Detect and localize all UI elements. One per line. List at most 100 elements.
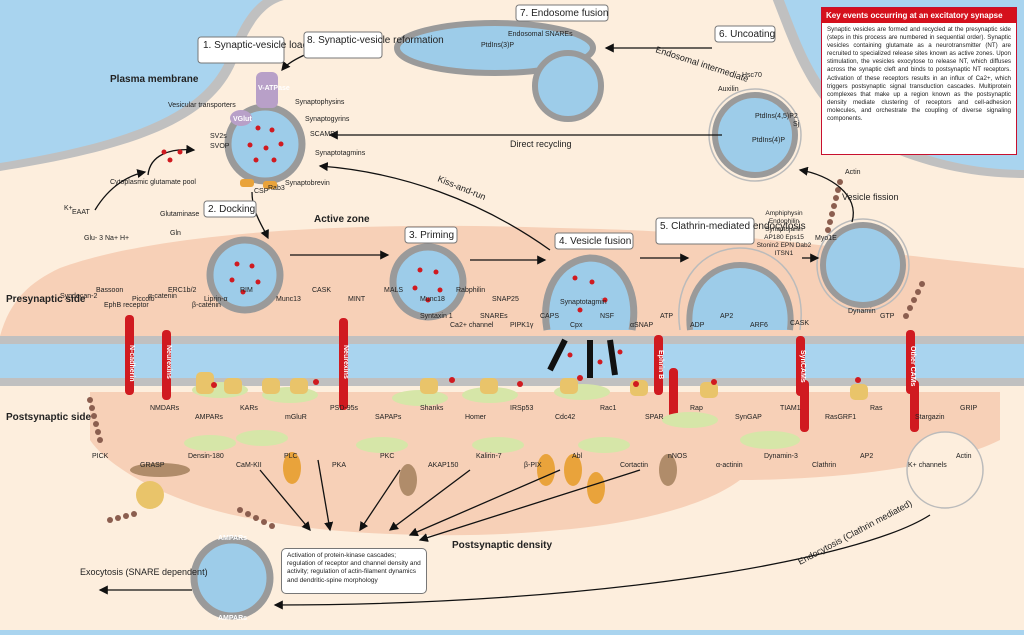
csp-label: CSP [254,188,269,195]
postsynaptic-protein-17: Stargazin [915,414,945,421]
postsynaptic-protein-7: Homer [465,414,487,421]
active-zone-label: Active zone [314,214,370,225]
postsynaptic-protein-b-2: Densin-180 [188,453,224,460]
postsynaptic-protein-0: NMDARs [150,405,180,412]
postsynaptic-protein-8: IRSp53 [510,405,533,412]
cleft-molecule-1: EphB receptor [104,302,149,309]
postsynaptic-protein-b-17: K+ channels [908,462,947,469]
cleft-adhesion-molecules: N-cadherin Neurexins Neurexins Ephrin B … [125,315,919,432]
synaptotagmins-label: Synaptotagmins [315,150,366,157]
vesicular-transporters-label: Vesicular transporters [168,102,236,109]
step-boxes: 1. Synaptic-vesicle loading 2. Docking 3… [197,4,806,250]
step-3-label: 3. Priming [409,230,454,241]
svg-text:SynCAMs: SynCAMs [799,350,806,383]
active-zone-protein-5: Munc13 [276,296,301,303]
active-zone-protein-9: Munc18 [420,296,445,303]
active-zone-protein-b-11: ARF6 [750,322,768,329]
postsynaptic-protein-5: SAPAPs [375,414,402,421]
clathrin-coated-structures [678,88,984,509]
active-zone-protein-b-7: αSNAP [630,322,653,329]
postsynaptic-protein-b-9: β-PIX [524,462,542,469]
postsynaptic-protein-b-3: CaM-KII [236,462,262,469]
postsynaptic-protein-12: Rap [690,405,703,412]
active-zone-protein-11: SNAP25 [492,296,519,303]
postsynaptic-protein-b-1: GRASP [140,462,165,469]
active-zone-protein-4: RIM [240,287,253,294]
step-6-label: 6. Uncoating [719,29,775,40]
active-zone-protein-b-6: NSF [600,313,614,320]
postsynaptic-protein-16: Ras [870,405,883,412]
active-zone-protein-b-5: Cpx [570,322,583,329]
cleft-molecule-0: Syndecan-2 [60,293,97,300]
postsynaptic-protein-14: TIAM1 [780,405,801,412]
active-zone-protein-8: MALS [384,287,403,294]
postsynaptic-protein-b-6: PKC [380,453,394,460]
glutamate-pool-label: Cytoplasmic glutamate pool [110,179,196,186]
synaptophysins-label: Synaptophysins [295,99,345,106]
synaptotagmin-label: Synaptotagmin [560,299,607,306]
gtp-label: GTP [880,313,895,320]
postsynaptic-protein-b-4: PLC [284,453,298,460]
psd-label: Postsynaptic density [452,540,552,551]
glutaminase-label: Glutaminase [160,211,199,218]
k-label: K+ [64,205,73,212]
postsynaptic-protein-b-0: PICK [92,453,109,460]
svg-text:Neurexins: Neurexins [165,345,172,379]
vesicle-fission-label: Vesicle fission [842,192,899,202]
summary-box: Activation of protein-kinase cascades; r… [281,548,427,594]
ptdins4p-label: PtdIns(4)P [752,137,785,144]
active-zone-protein-b-3: PIPK1γ [510,322,534,329]
active-zone-protein-3: Liprin-α [204,296,228,303]
ptdins45p2-label: PtdIns(4,5)P2 [755,113,798,120]
step-4-label: 4. Vesicle fusion [559,236,631,247]
postsynaptic-vesicle: AMPARs AMPARs [190,535,274,622]
direct-recycling-label: Direct recycling [510,139,572,149]
postsynaptic-protein-b-12: nNOS [668,453,687,460]
actin-filaments [87,179,925,529]
cleft-molecule-3: β-catenin [192,302,221,309]
postsynaptic-protein-b-10: Abl [572,453,583,460]
active-zone-protein-b-9: ADP [690,322,705,329]
dynamin-label: Dynamin [848,308,876,315]
step-2-label: 2. Docking [208,204,255,215]
gln-label: Gln [170,230,181,237]
postsynaptic-protein-11: SPAR [645,414,664,421]
scamps-label: SCAMPs [310,131,339,138]
postsynaptic-protein-b-13: α-actinin [716,462,743,469]
active-zone-protein-0: Bassoon [96,287,123,294]
svg-text:PtdIns(3)P: PtdIns(3)P [481,42,514,49]
hsc70-label: Hsc70 [742,72,762,79]
active-zone-protein-6: CASK [312,287,331,294]
svg-text:AMPARs: AMPARs [218,535,247,542]
postsynaptic-protein-b-16: AP2 [860,453,873,460]
vesicle-docking [206,236,284,314]
glu-na-label: Glu- 3 Na+ H+ [84,235,129,242]
postsynaptic-protein-b-18: Actin [956,453,972,460]
postsynaptic-protein-b-14: Dynamin-3 [764,453,798,460]
active-zone-protein-1: Piccolo [132,296,155,303]
postsynaptic-protein-b-5: PKA [332,462,346,469]
cleft-molecule-2: α-catenin [148,293,177,300]
key-events-title: Key events occurring at an excitatory sy… [822,8,1016,23]
postsynaptic-protein-b-11: Cortactin [620,462,648,469]
active-zone-protein-b-2: SNAREs [480,313,508,320]
postsynaptic-protein-2: KARs [240,405,258,412]
svg-text:N-cadherin: N-cadherin [128,345,135,382]
postsynaptic-protein-9: Cdc42 [555,414,575,421]
plasma-membrane-label: Plasma membrane [110,74,199,85]
exocytosis-label: Exocytosis (SNARE dependent) [80,567,208,577]
postsynaptic-protein-18: GRIP [960,405,977,412]
postsynaptic-protein-1: AMPARs [195,414,223,421]
actin-label: Actin [845,169,861,176]
key-events-body: Synaptic vesicles are formed and recycle… [827,26,1011,123]
svg-text:Ephrin B: Ephrin B [657,350,664,379]
step-5-label: 5. Clathrin-mediated endocytosis [660,221,806,232]
postsynaptic-protein-15: RasGRF1 [825,414,856,421]
postsynaptic-protein-10: Rac1 [600,405,616,412]
step-7-label: 7. Endosome fusion [520,8,608,19]
postsynaptic-protein-13: SynGAP [735,414,762,421]
presynaptic-side-label: Presynaptic side [6,294,86,305]
svg-text:Other CAMs: Other CAMs [909,346,916,387]
glutamate-dots [161,149,861,388]
